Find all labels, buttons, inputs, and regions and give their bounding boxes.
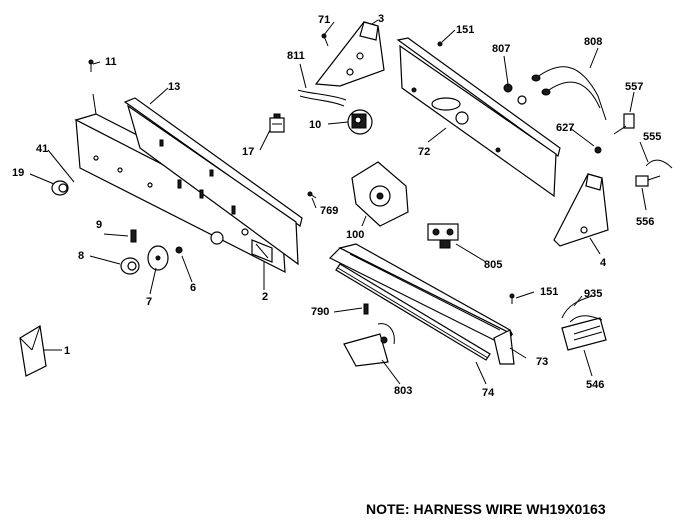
- screw-part-769: [307, 191, 317, 199]
- literature-envelope-part: [19, 325, 47, 377]
- spring-part-790: [363, 303, 369, 315]
- part-labels: 71 3 151 811 11 13 41 19 17 10 72 807 80…: [12, 13, 661, 399]
- hose-part: [297, 89, 347, 107]
- label-546: 546: [586, 379, 604, 391]
- label-8: 8: [78, 250, 84, 262]
- label-808: 808: [584, 36, 602, 48]
- label-557: 557: [625, 81, 643, 93]
- label-41: 41: [36, 143, 48, 155]
- label-7: 7: [146, 296, 152, 308]
- label-9: 9: [96, 219, 102, 231]
- nut-part: [503, 83, 527, 105]
- screw-part-11: [88, 59, 94, 72]
- label-790: 790: [311, 306, 329, 318]
- label-6: 6: [190, 282, 196, 294]
- screw-part-151-lower: [509, 293, 515, 304]
- label-935: 935: [584, 288, 602, 300]
- bracket-part: [251, 239, 273, 263]
- harness-wire-note: NOTE: HARNESS WIRE WH19X0163: [366, 501, 606, 517]
- label-72: 72: [418, 146, 430, 158]
- label-807: 807: [492, 43, 510, 55]
- label-74: 74: [482, 387, 495, 399]
- wire-part: [645, 159, 673, 169]
- spring-part: [130, 229, 137, 243]
- label-4: 4: [600, 257, 607, 269]
- screw-part-71: [321, 33, 329, 47]
- connector-part-556: [635, 175, 661, 187]
- label-1: 1: [64, 345, 70, 357]
- label-100: 100: [346, 229, 364, 241]
- fill-hose-part: [531, 66, 607, 121]
- label-73: 73: [536, 356, 548, 368]
- trim-strip-part: [335, 263, 491, 361]
- timer-knob-part: [120, 257, 140, 275]
- dial-part: [147, 245, 169, 271]
- label-2: 2: [262, 291, 268, 303]
- pressure-switch-part: [347, 109, 373, 135]
- label-11: 11: [105, 56, 117, 68]
- cap-part: [594, 146, 602, 154]
- screw-part-151-top: [437, 41, 443, 47]
- connector-part-557: [613, 113, 635, 135]
- switch-part-17: [269, 113, 285, 133]
- clip-part: [175, 246, 183, 254]
- label-769: 769: [320, 205, 338, 217]
- label-17: 17: [242, 146, 254, 158]
- label-556: 556: [636, 216, 654, 228]
- label-555: 555: [643, 131, 661, 143]
- light-assembly-part: [343, 323, 395, 367]
- label-19: 19: [12, 167, 24, 179]
- base-panel-part: [328, 243, 515, 365]
- backsplash-panel-part: [396, 37, 561, 198]
- label-627: 627: [556, 122, 574, 134]
- label-10: 10: [309, 119, 321, 131]
- valve-part: [427, 223, 459, 249]
- label-803: 803: [394, 385, 412, 397]
- label-151-lower: 151: [540, 286, 558, 298]
- label-71: 71: [318, 14, 330, 26]
- leader-lines: [29, 19, 649, 385]
- wiring-harness-part: [561, 315, 607, 351]
- knob-part: [51, 180, 69, 196]
- label-151-top: 151: [456, 24, 474, 36]
- wire-part-935: [561, 295, 593, 319]
- label-811: 811: [287, 50, 305, 62]
- label-3: 3: [378, 13, 384, 25]
- label-805: 805: [484, 259, 502, 271]
- label-13: 13: [168, 81, 180, 93]
- end-bracket-part-4: [553, 173, 609, 247]
- timer-part: [351, 161, 409, 227]
- control-panel-part: [74, 97, 303, 274]
- end-bracket-part-3: [314, 21, 385, 87]
